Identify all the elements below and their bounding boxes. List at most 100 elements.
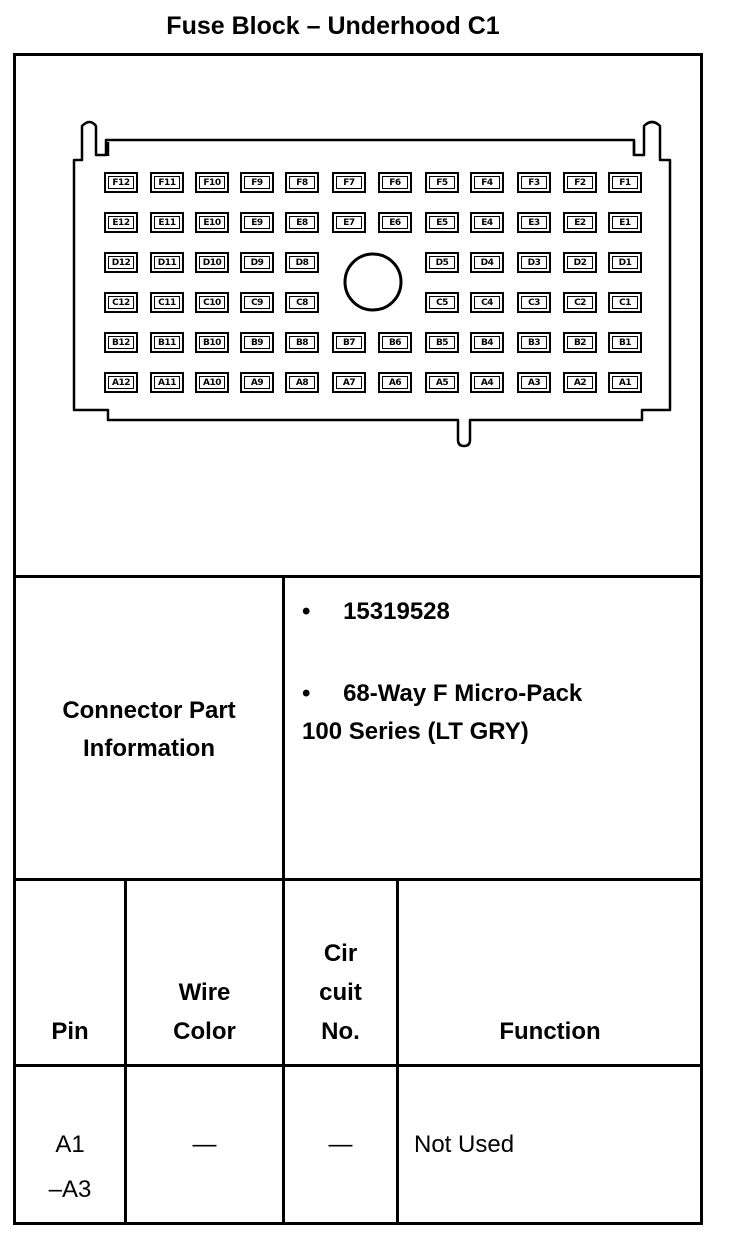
pin-cavity-e2: E2 bbox=[563, 212, 597, 233]
pin-cavity-b2: B2 bbox=[563, 332, 597, 353]
pin-label: A10 bbox=[199, 376, 225, 389]
pin-cavity-e1: E1 bbox=[608, 212, 642, 233]
pin-label: E5 bbox=[429, 216, 455, 229]
pin-cavity-e8: E8 bbox=[285, 212, 319, 233]
pin-cavity-d1: D1 bbox=[608, 252, 642, 273]
pin-cavity-c12: C12 bbox=[104, 292, 138, 313]
header-wire-color-line1: Wire bbox=[178, 979, 231, 1006]
connector-info-label-line1: Connector Part bbox=[62, 697, 236, 724]
pin-cavity-b3: B3 bbox=[517, 332, 551, 353]
pin-label: D2 bbox=[567, 256, 593, 269]
pin-cavity-f8: F8 bbox=[285, 172, 319, 193]
pin-label: E7 bbox=[336, 216, 362, 229]
pin-label: B12 bbox=[108, 336, 134, 349]
pin-cavity-e7: E7 bbox=[332, 212, 366, 233]
pin-cavity-b7: B7 bbox=[332, 332, 366, 353]
pin-cavity-d3: D3 bbox=[517, 252, 551, 273]
pin-cavity-b8: B8 bbox=[285, 332, 319, 353]
pin-label: E9 bbox=[244, 216, 270, 229]
pin-cavity-e5: E5 bbox=[425, 212, 459, 233]
pin-label: A1 bbox=[612, 376, 638, 389]
pin-cavity-d5: D5 bbox=[425, 252, 459, 273]
pin-cavity-f6: F6 bbox=[378, 172, 412, 193]
divider-middle bbox=[13, 878, 703, 881]
connector-description: • 68-Way F Micro-Pack 100 Series (LT GRY… bbox=[302, 675, 582, 751]
pin-label: A9 bbox=[244, 376, 270, 389]
pin-label: B11 bbox=[154, 336, 180, 349]
row-pin: A1 –A3 bbox=[16, 1122, 124, 1212]
pin-cavity-d8: D8 bbox=[285, 252, 319, 273]
divider-top bbox=[13, 575, 703, 578]
pin-label: B10 bbox=[199, 336, 225, 349]
pin-cavity-a4: A4 bbox=[470, 372, 504, 393]
pin-cavity-f1: F1 bbox=[608, 172, 642, 193]
pin-label: F5 bbox=[429, 176, 455, 189]
pin-cavity-b6: B6 bbox=[378, 332, 412, 353]
pin-cavity-a6: A6 bbox=[378, 372, 412, 393]
pin-label: E4 bbox=[474, 216, 500, 229]
pin-cavity-e11: E11 bbox=[150, 212, 184, 233]
pin-cavity-c11: C11 bbox=[150, 292, 184, 313]
pin-cavity-a10: A10 bbox=[195, 372, 229, 393]
pin-label: D11 bbox=[154, 256, 180, 269]
pin-label: B5 bbox=[429, 336, 455, 349]
pin-cavity-b4: B4 bbox=[470, 332, 504, 353]
pin-cavity-b1: B1 bbox=[608, 332, 642, 353]
connector-description-line2: 100 Series (LT GRY) bbox=[302, 718, 529, 745]
pin-cavity-a7: A7 bbox=[332, 372, 366, 393]
header-function: Function bbox=[499, 1018, 601, 1045]
pin-label: A6 bbox=[382, 376, 408, 389]
header-wire-color: Wire Color bbox=[127, 973, 282, 1051]
pin-label: F3 bbox=[521, 176, 547, 189]
divider-col-circuit bbox=[282, 575, 285, 1225]
pin-cavity-b12: B12 bbox=[104, 332, 138, 353]
pin-cavity-b11: B11 bbox=[150, 332, 184, 353]
pin-cavity-f5: F5 bbox=[425, 172, 459, 193]
pin-cavity-a5: A5 bbox=[425, 372, 459, 393]
pin-cavity-a8: A8 bbox=[285, 372, 319, 393]
pin-label: E1 bbox=[612, 216, 638, 229]
pin-label: B7 bbox=[336, 336, 362, 349]
pin-label: A8 bbox=[289, 376, 315, 389]
connector-info-label: Connector Part Information bbox=[16, 692, 282, 768]
pin-cavity-b5: B5 bbox=[425, 332, 459, 353]
pin-label: C1 bbox=[612, 296, 638, 309]
pin-cavity-f9: F9 bbox=[240, 172, 274, 193]
pin-label: C8 bbox=[289, 296, 315, 309]
header-circuit-no: Cir cuit No. bbox=[285, 934, 396, 1051]
pin-label: D1 bbox=[612, 256, 638, 269]
pin-cavity-b10: B10 bbox=[195, 332, 229, 353]
pin-label: C3 bbox=[521, 296, 547, 309]
pin-cavity-c2: C2 bbox=[563, 292, 597, 313]
pin-cavity-d12: D12 bbox=[104, 252, 138, 273]
header-circuit-line1: Cir bbox=[323, 940, 358, 967]
pin-label: D8 bbox=[289, 256, 315, 269]
pin-label: E10 bbox=[199, 216, 225, 229]
pin-label: A4 bbox=[474, 376, 500, 389]
pin-cavity-d2: D2 bbox=[563, 252, 597, 273]
pin-label: C4 bbox=[474, 296, 500, 309]
part-number: 15319528 bbox=[343, 598, 450, 625]
pin-label: B6 bbox=[382, 336, 408, 349]
pin-cavity-e12: E12 bbox=[104, 212, 138, 233]
pin-cavity-f11: F11 bbox=[150, 172, 184, 193]
pin-label: E12 bbox=[108, 216, 134, 229]
row-pin-line2: –A3 bbox=[48, 1176, 92, 1203]
header-pin: Pin bbox=[51, 1018, 89, 1045]
row-pin-line1: A1 bbox=[55, 1131, 85, 1158]
pin-label: B4 bbox=[474, 336, 500, 349]
pin-label: F9 bbox=[244, 176, 270, 189]
pin-cavity-c3: C3 bbox=[517, 292, 551, 313]
pin-label: F7 bbox=[336, 176, 362, 189]
pin-label: E6 bbox=[382, 216, 408, 229]
connector-description-line1: 68-Way F Micro-Pack bbox=[343, 680, 583, 707]
pin-cavity-a3: A3 bbox=[517, 372, 551, 393]
pin-label: F6 bbox=[382, 176, 408, 189]
header-circuit-line3: No. bbox=[321, 1018, 360, 1045]
pin-label: A11 bbox=[154, 376, 180, 389]
pin-label: E3 bbox=[521, 216, 547, 229]
page-title: Fuse Block – Underhood C1 bbox=[166, 12, 500, 40]
part-number-line: • 15319528 bbox=[302, 598, 450, 626]
pin-label: A7 bbox=[336, 376, 362, 389]
